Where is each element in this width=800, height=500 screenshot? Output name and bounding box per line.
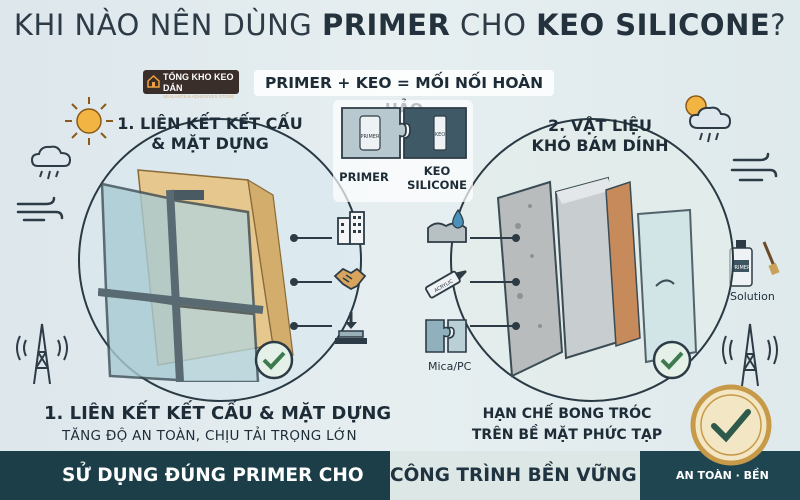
check-icon-right [652,340,692,380]
footer-text-mid: CÔNG TRÌNH BỀN VỮNG [390,451,640,500]
vibration-tower-icon [16,323,68,385]
materials-illustration [496,176,698,378]
brand-logo: TỔNG KHO KEO DÁN SEALANTS & ADHESIVES ST… [143,70,239,99]
sun-cloud-rain-icon [685,95,732,143]
vibration-tower-icon-right [722,323,778,387]
building-icon [337,211,365,245]
sun-icon [65,97,113,145]
connector-lines-left [290,234,332,330]
water-drop-stone-icon [427,208,467,243]
formula-banner: PRIMER + KEO = MỐI NỐI HOÀN HẢO [254,70,554,118]
wind-icon [16,196,64,222]
label-solution: Solution [730,290,775,303]
right-bottom-text: HẠN CHẾ BONG TRÓC TRÊN BỀ MẶT PHỨC TẠP [471,406,663,443]
load-press-icon [335,312,367,344]
svg-text:PRIMER: PRIMER [361,134,380,140]
puzzle-label-primer: PRIMER [339,170,389,184]
check-icon-left [254,340,294,380]
quality-seal-icon [690,384,772,466]
wind-icon-right [730,152,778,182]
puzzle-label-silicone: KEO SILICONE [407,164,467,192]
acrylic-tube-icon: ACRYLIC [425,270,467,299]
page-title: KHI NÀO NÊN DÙNG PRIMER CHO KEO SILICONE… [13,8,787,42]
connector-lines-right [470,234,520,330]
house-icon [147,75,160,88]
primer-bottle-icon: PRIMER [729,240,780,287]
left-bottom-title: 1. LIÊN KẾT KẾT CẤU & MẶT DỰNG [44,403,392,424]
left-heading: 1. LIÊN KẾT KẾT CẤU & MẶT DỰNG [117,114,303,153]
puzzle-pieces: PRIMER KEO [341,107,467,159]
left-bottom-subtitle: TĂNG ĐỘ AN TOÀN, CHỊU TẢI TRỌNG LỚN [62,428,357,444]
curtain-wall-illustration [98,169,294,382]
footer-text-left: SỬ DỤNG ĐÚNG PRIMER CHO [0,451,390,500]
handshake-icon [333,267,367,291]
right-heading: 2. VẬT LIỆU KHÓ BÁM DÍNH [531,116,669,155]
puzzle-plastic-icon [425,319,467,353]
label-mica: Mica/PC [428,360,472,373]
rain-cloud-icon [30,145,72,180]
svg-text:PRIMER: PRIMER [732,265,751,271]
svg-text:KEO: KEO [435,132,445,138]
